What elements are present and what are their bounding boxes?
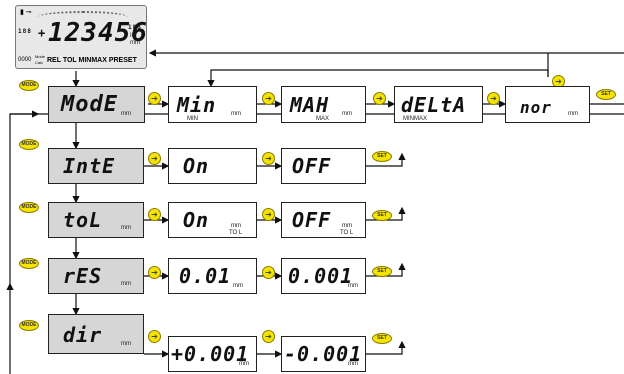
- set-button[interactable]: SET: [372, 210, 392, 221]
- right-arrow-key-icon[interactable]: ➔: [148, 208, 161, 221]
- tolerance-menu-box: toL mm: [48, 202, 144, 238]
- lcd-sign: +: [38, 26, 47, 40]
- direction-menu-box: dir mm: [48, 314, 144, 354]
- set-button[interactable]: SET: [596, 89, 616, 100]
- right-arrow-key-icon[interactable]: ➔: [262, 152, 275, 165]
- lcd-sub-label: Calc: [35, 60, 44, 65]
- lcd-small-right: 188: [128, 24, 142, 31]
- right-arrow-key-icon[interactable]: ➔: [262, 330, 275, 343]
- set-button[interactable]: SET: [372, 266, 392, 277]
- mode-button[interactable]: MODE: [19, 139, 39, 150]
- right-arrow-key-icon[interactable]: ➔: [148, 92, 161, 105]
- lcd-main-value: 123456: [48, 18, 148, 48]
- mode-button[interactable]: MODE: [19, 80, 39, 91]
- lcd-mode-label: Mode: [35, 54, 46, 59]
- lcd-status: REL TOL MINMAX PRESET: [47, 57, 137, 64]
- lcd-small-left: 188: [18, 28, 32, 35]
- option-min-box: Min mm MIN: [168, 86, 257, 123]
- option-resolution-0001-box: 0.001 mm: [281, 258, 366, 294]
- option-delta-box: dELtA MINMAX: [394, 86, 483, 123]
- right-arrow-key-icon[interactable]: ➔: [262, 266, 275, 279]
- battery-icon: ▮ ⊸: [20, 9, 32, 16]
- option-resolution-001-box: 0.01 mm: [168, 258, 257, 294]
- analog-scale: [38, 11, 128, 23]
- lcd-bottom-left: 0000: [18, 57, 32, 63]
- right-arrow-key-icon[interactable]: ➔: [373, 92, 386, 105]
- option-off-box: OFF mm TO L: [281, 202, 366, 238]
- option-off-box: OFF: [281, 148, 366, 184]
- resolution-menu-box: rES mm: [48, 258, 144, 294]
- lcd-unit-mm: mm: [130, 40, 140, 46]
- right-arrow-key-icon[interactable]: ➔: [148, 266, 161, 279]
- right-arrow-key-icon[interactable]: ➔: [487, 92, 500, 105]
- right-arrow-key-icon[interactable]: ➔: [148, 152, 161, 165]
- lcd-display: ▮ ⊸ 188 + 123456 188 IN mm 0000 Mode Cal…: [15, 5, 147, 69]
- option-max-box: MAH mm MAX: [281, 86, 366, 123]
- mode-button[interactable]: MODE: [19, 202, 39, 213]
- right-arrow-key-icon[interactable]: ➔: [262, 208, 275, 221]
- option-on-box: On: [168, 148, 257, 184]
- option-direction-plus-box: +0.001 mm: [168, 336, 257, 372]
- set-button[interactable]: SET: [372, 333, 392, 344]
- inte-menu-box: IntE: [48, 148, 144, 184]
- right-arrow-key-icon[interactable]: ➔: [262, 92, 275, 105]
- set-button[interactable]: SET: [372, 151, 392, 162]
- mode-menu-box: ModE mm: [48, 86, 145, 123]
- lcd-unit-in: IN: [130, 33, 136, 39]
- option-on-box: On mm TO L: [168, 202, 257, 238]
- option-normal-box: nor mm: [505, 86, 590, 123]
- mode-button[interactable]: MODE: [19, 258, 39, 269]
- right-arrow-key-icon[interactable]: ➔: [148, 330, 161, 343]
- option-direction-minus-box: -0.001 mm: [281, 336, 366, 372]
- mode-button[interactable]: MODE: [19, 320, 39, 331]
